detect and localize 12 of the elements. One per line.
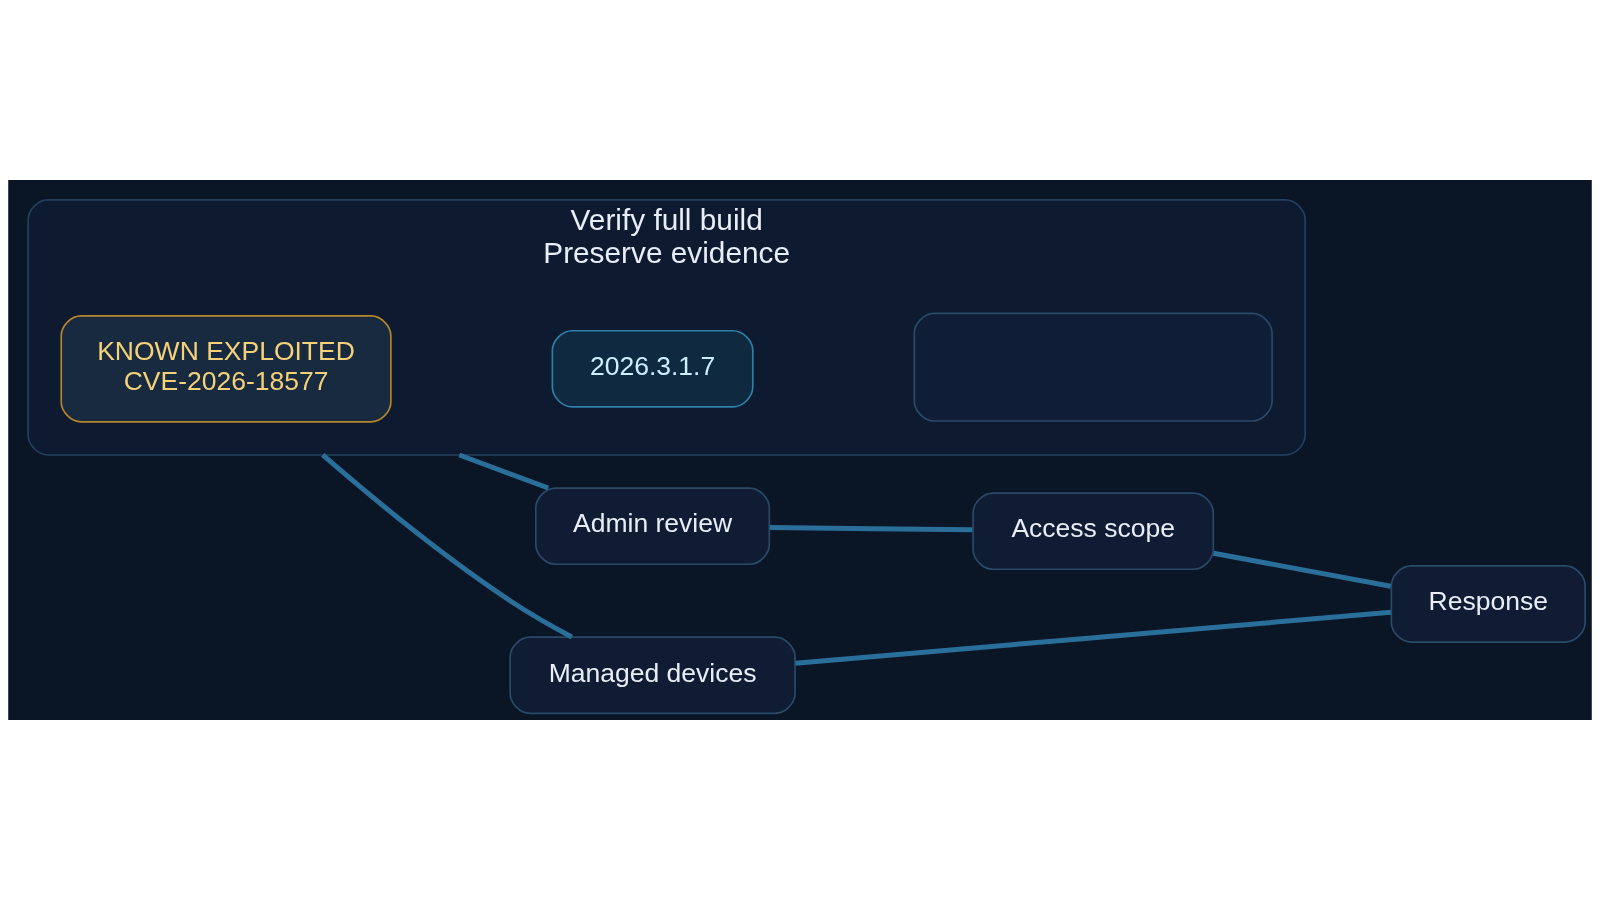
connector	[321, 453, 573, 640]
node-box: Managed devices	[509, 636, 796, 715]
connector	[769, 525, 973, 533]
node-box: Response	[1390, 565, 1586, 643]
node-box	[913, 312, 1273, 422]
node-box: KNOWN EXPLOITED CVE-2026-18577	[60, 315, 392, 423]
node-box: Admin review	[534, 487, 771, 566]
connector	[458, 452, 550, 491]
connector	[1213, 550, 1392, 589]
connector	[795, 609, 1392, 666]
node-box: Access scope	[972, 492, 1215, 571]
node-box: 2026.3.1.7	[551, 329, 754, 408]
